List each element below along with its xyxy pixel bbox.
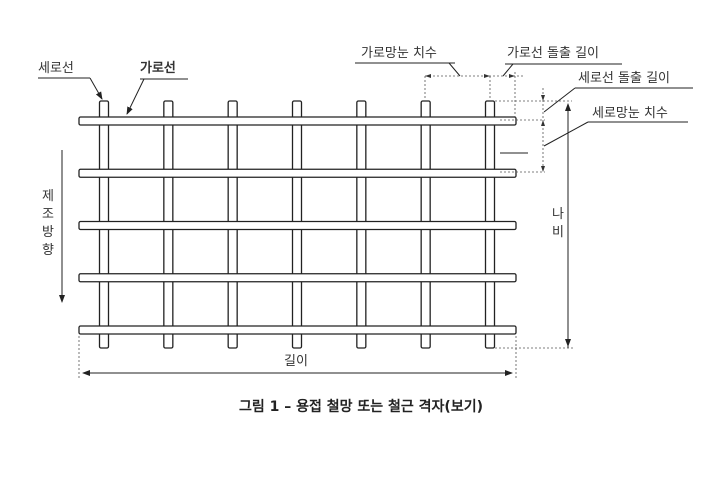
label-direction-3: 방 xyxy=(42,225,54,240)
leader xyxy=(448,62,461,77)
label-length: 길이 xyxy=(284,354,308,369)
transverse-wire xyxy=(78,220,517,231)
leader xyxy=(543,121,589,147)
label-width-1: 나 xyxy=(552,207,564,222)
label-transverse-overhang: 가로선 돌출 길이 xyxy=(507,46,599,61)
label-width-2: 비 xyxy=(552,225,564,240)
transverse-wires xyxy=(78,116,517,335)
transverse-dimension xyxy=(424,72,525,118)
label-direction-4: 향 xyxy=(42,243,54,258)
length-dimension xyxy=(78,336,517,378)
longitudinal-dimension xyxy=(495,88,572,173)
label-direction-2: 조 xyxy=(42,207,54,222)
transverse-wire xyxy=(78,273,517,283)
label-transverse-mesh-size: 가로망눈 치수 xyxy=(361,46,437,61)
leader-arrow xyxy=(89,77,103,100)
label-direction-1: 제 xyxy=(42,189,54,204)
transverse-wire xyxy=(78,168,517,178)
label-longitudinal-wire: 세로선 xyxy=(38,61,74,76)
figure-caption: 그림 1 – 용접 철망 또는 철근 격자(보기) xyxy=(239,398,483,415)
label-longitudinal-overhang: 세로선 돌출 길이 xyxy=(578,71,670,86)
label-longitudinal-mesh-size: 세로망눈 치수 xyxy=(592,106,668,121)
transverse-wire xyxy=(78,116,517,126)
leader xyxy=(502,63,514,77)
leader-arrow xyxy=(126,78,145,115)
leader xyxy=(543,87,576,113)
transverse-wire xyxy=(78,325,517,335)
label-transverse-wire: 가로선 xyxy=(140,60,176,76)
